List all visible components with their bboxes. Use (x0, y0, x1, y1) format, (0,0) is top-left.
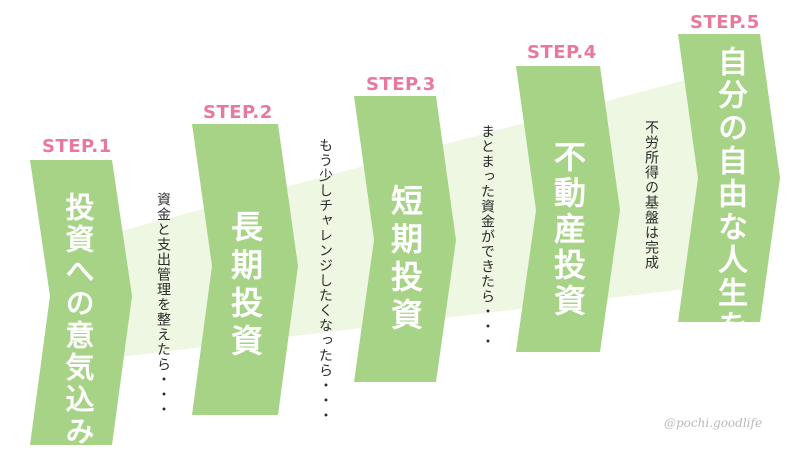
transition-4-note: 不労所得の基盤は完成 (643, 120, 659, 270)
chevron-step-4 (516, 66, 620, 352)
watermark: @pochi.goodlife (664, 416, 763, 430)
step-4-label: STEP.4 (527, 42, 597, 63)
chevron-step-5 (678, 34, 780, 322)
step-3-label: STEP.3 (366, 74, 436, 95)
transition-1-note: 資金と支出管理を整えたら・・・ (155, 192, 171, 417)
step-5-label: STEP.5 (690, 12, 760, 33)
transition-3-note: まとまった資金ができたら・・・ (479, 124, 495, 349)
transition-2-note: もう少しチャレンジしたくなったら・・・ (317, 138, 333, 423)
chevron-step-2 (192, 124, 298, 415)
chevron-step-3 (354, 96, 456, 382)
step-4-title: 不動産投資 (549, 140, 587, 320)
step-2-label: STEP.2 (203, 102, 273, 123)
chevron-step-1 (30, 160, 132, 445)
step-2-title: 長期投資 (226, 210, 264, 362)
step-1-label: STEP.1 (42, 136, 112, 157)
step-1-title: 投資への意気込み (61, 192, 95, 448)
step-3-title: 短期投資 (386, 184, 424, 336)
step-5-title: 自分の自由な人生を! (712, 46, 747, 381)
